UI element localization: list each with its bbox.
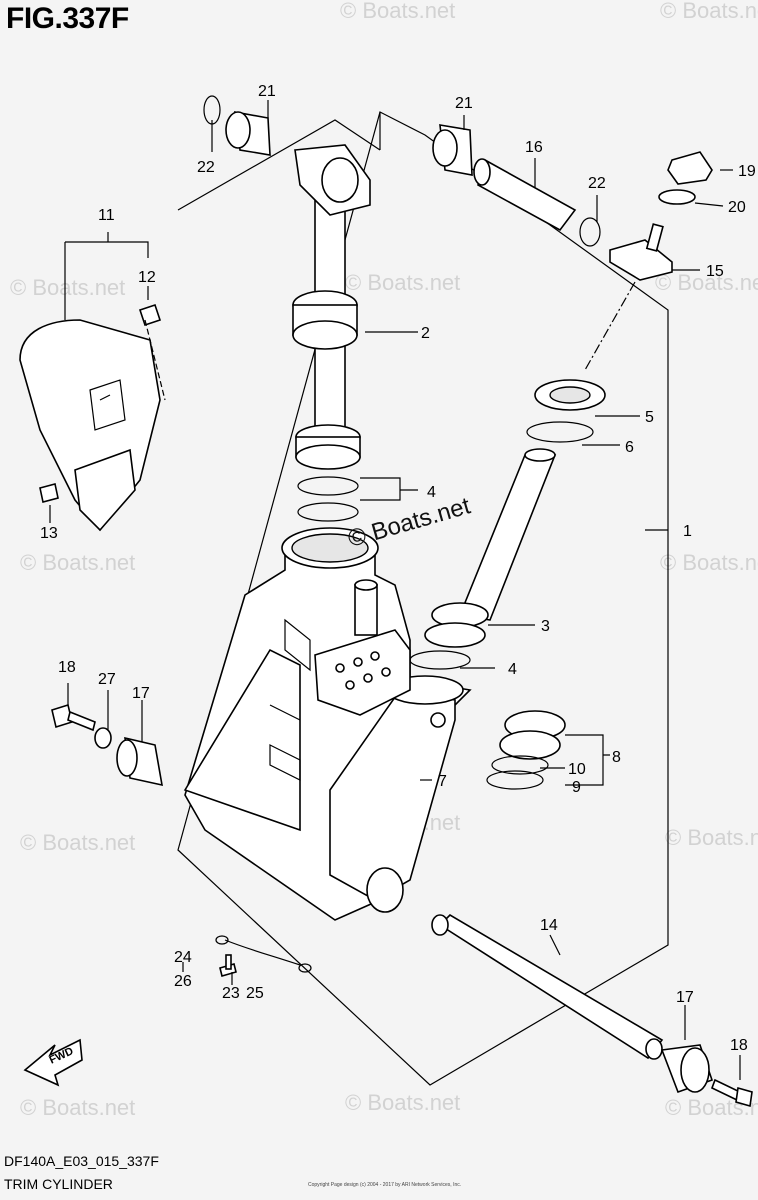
callout-5: 5 [645,409,654,426]
callout-8: 8 [612,749,621,766]
callout-22: 22 [588,175,606,192]
side-bracket [19,241,166,532]
callout-24: 24 [174,949,192,966]
callout-27: 27 [98,671,116,688]
lower-right-hardware [660,1044,753,1108]
watermark: © Boats.net [20,830,135,855]
watermark: © Boats.net [665,825,758,850]
callout-22: 22 [197,159,215,176]
callout-17: 17 [132,685,150,702]
callout-18: 18 [730,1037,748,1054]
assembly-outline [177,111,669,1086]
small-piston [486,710,566,790]
watermark: © Boats.net [345,1090,460,1115]
callout-21: 21 [258,83,276,100]
upper-pin-hardware [203,95,601,247]
callout-9: 9 [572,779,581,796]
callout-2: 2 [421,325,430,342]
watermark: © Boats.net [20,550,135,575]
callout-15: 15 [706,263,724,280]
watermark: © Boats.net [340,0,455,23]
callout-18: 18 [58,659,76,676]
callout-20: 20 [728,199,746,216]
callout-4: 4 [427,484,436,501]
lower-pin [431,913,664,1060]
callout-17: 17 [676,989,694,1006]
callout-7: 7 [438,773,447,790]
figure-code: DF140A_E03_015_337F [4,1153,159,1169]
figure-title: FIG.337F [6,2,129,35]
leader-lines [49,100,741,1080]
callout-25: 25 [246,985,264,1002]
callout-12: 12 [138,269,156,286]
fwd-arrow: FWD [23,1038,83,1087]
callout-1: 1 [683,523,692,540]
callout-10: 10 [568,761,586,778]
callout-4: 4 [508,661,517,678]
callout-6: 6 [625,439,634,456]
upper-right-hardware [584,151,713,371]
copyright-notice: Copyright Page design (c) 2004 - 2017 by… [308,1182,462,1188]
callout-16: 16 [525,139,543,156]
callout-11: 11 [98,207,115,224]
callout-14: 14 [540,917,558,934]
watermark: © Boats.net [660,0,758,23]
faint-watermarks: © Boats.net © Boats.net © Boats.net © Bo… [10,0,758,1120]
callout-21: 21 [455,95,473,112]
watermark: © Boats.net [655,270,758,295]
callout-26: 26 [174,973,192,990]
watermark: © Boats.net [20,1095,135,1120]
watermark: © Boats.net [660,550,758,575]
callout-numbers: 1 2 3 4 4 5 6 7 8 9 10 11 12 13 14 15 16… [40,83,756,1054]
cylinder-body [183,527,472,921]
callout-3: 3 [541,618,550,635]
inner-rod [409,379,606,670]
piston-rod [292,144,371,522]
watermark: © Boats.net [10,275,125,300]
callout-19: 19 [738,163,756,180]
lower-left-hardware [51,703,163,787]
watermark: © Boats.net [345,270,460,295]
ground-wire [215,935,312,977]
callout-13: 13 [40,525,58,542]
figure-subtitle: TRIM CYLINDER [4,1176,113,1192]
callout-23: 23 [222,985,240,1002]
